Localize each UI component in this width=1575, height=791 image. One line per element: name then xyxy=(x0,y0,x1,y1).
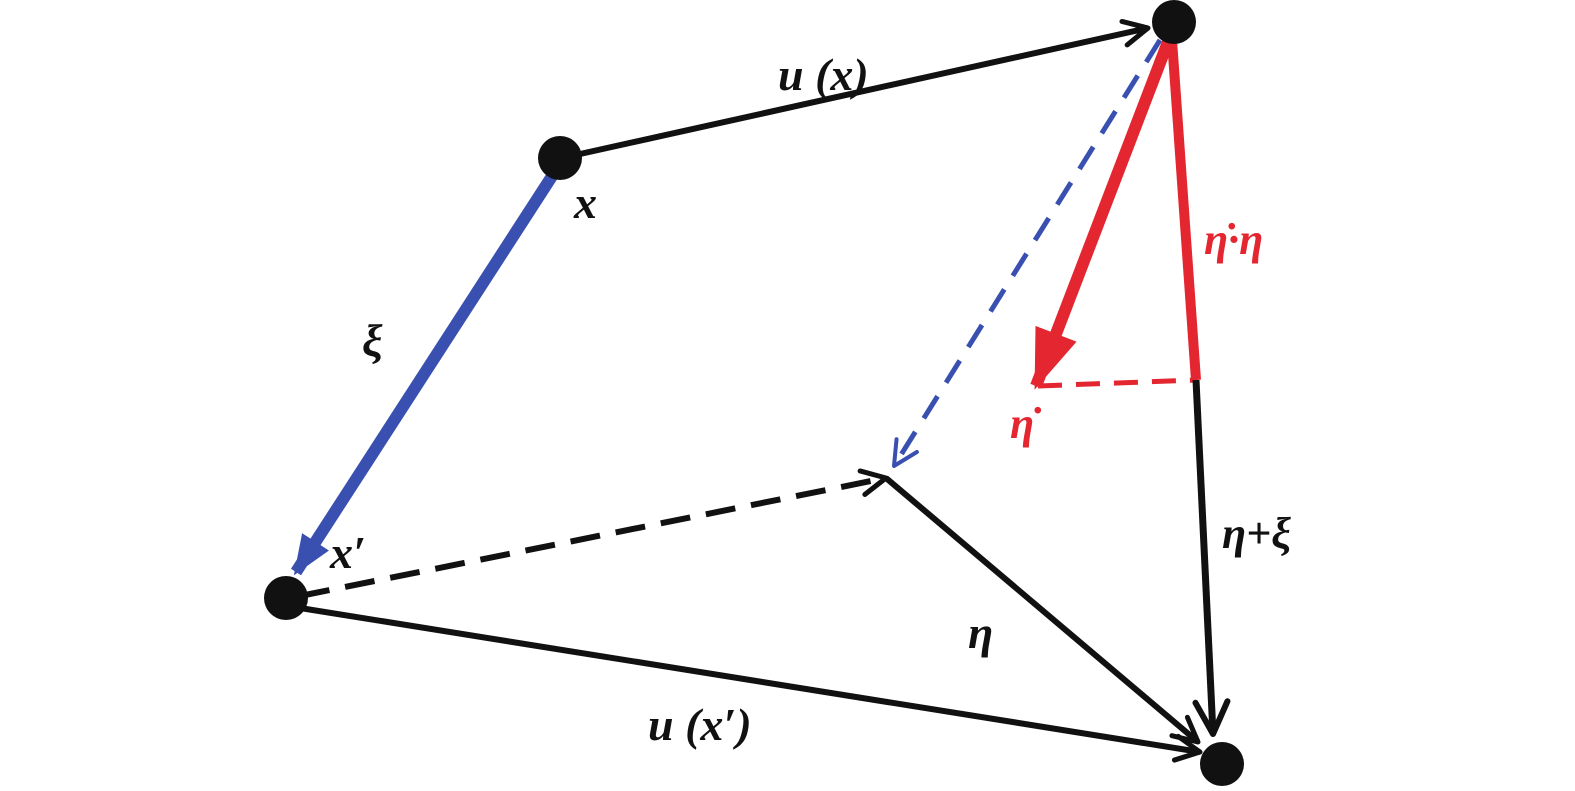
dashed-x-prime-arrow xyxy=(299,468,889,599)
label-eta-dot: η̇ xyxy=(1010,399,1041,448)
label-x: x xyxy=(573,177,597,228)
label-eta-dot-eta: η̇·η xyxy=(1204,215,1263,264)
relative-displacement-eta-arrow xyxy=(884,475,1201,745)
label-xi: ξ xyxy=(362,315,383,366)
node-x xyxy=(538,136,582,180)
label-eta-plus-xi: η+ξ xyxy=(1222,509,1291,558)
displacement-u-x-prime-arrow xyxy=(299,605,1203,763)
bond-xi-arrow xyxy=(290,166,562,576)
eta-plus-xi-arrow xyxy=(1192,379,1231,737)
node-top-right xyxy=(1152,0,1196,44)
projection-line xyxy=(1167,39,1201,381)
label-x-prime: x′ xyxy=(329,527,366,578)
projection-dashed-line xyxy=(1037,377,1197,389)
displacement-u-x-arrow xyxy=(561,18,1151,161)
label-u-x-prime: u (x′) xyxy=(648,699,752,750)
velocity-eta-dot-arrow xyxy=(1030,39,1174,390)
node-x-prime xyxy=(264,576,308,620)
label-eta: η xyxy=(968,607,993,658)
label-u-x: u (x) xyxy=(778,49,869,100)
node-bottom-right xyxy=(1200,742,1244,786)
